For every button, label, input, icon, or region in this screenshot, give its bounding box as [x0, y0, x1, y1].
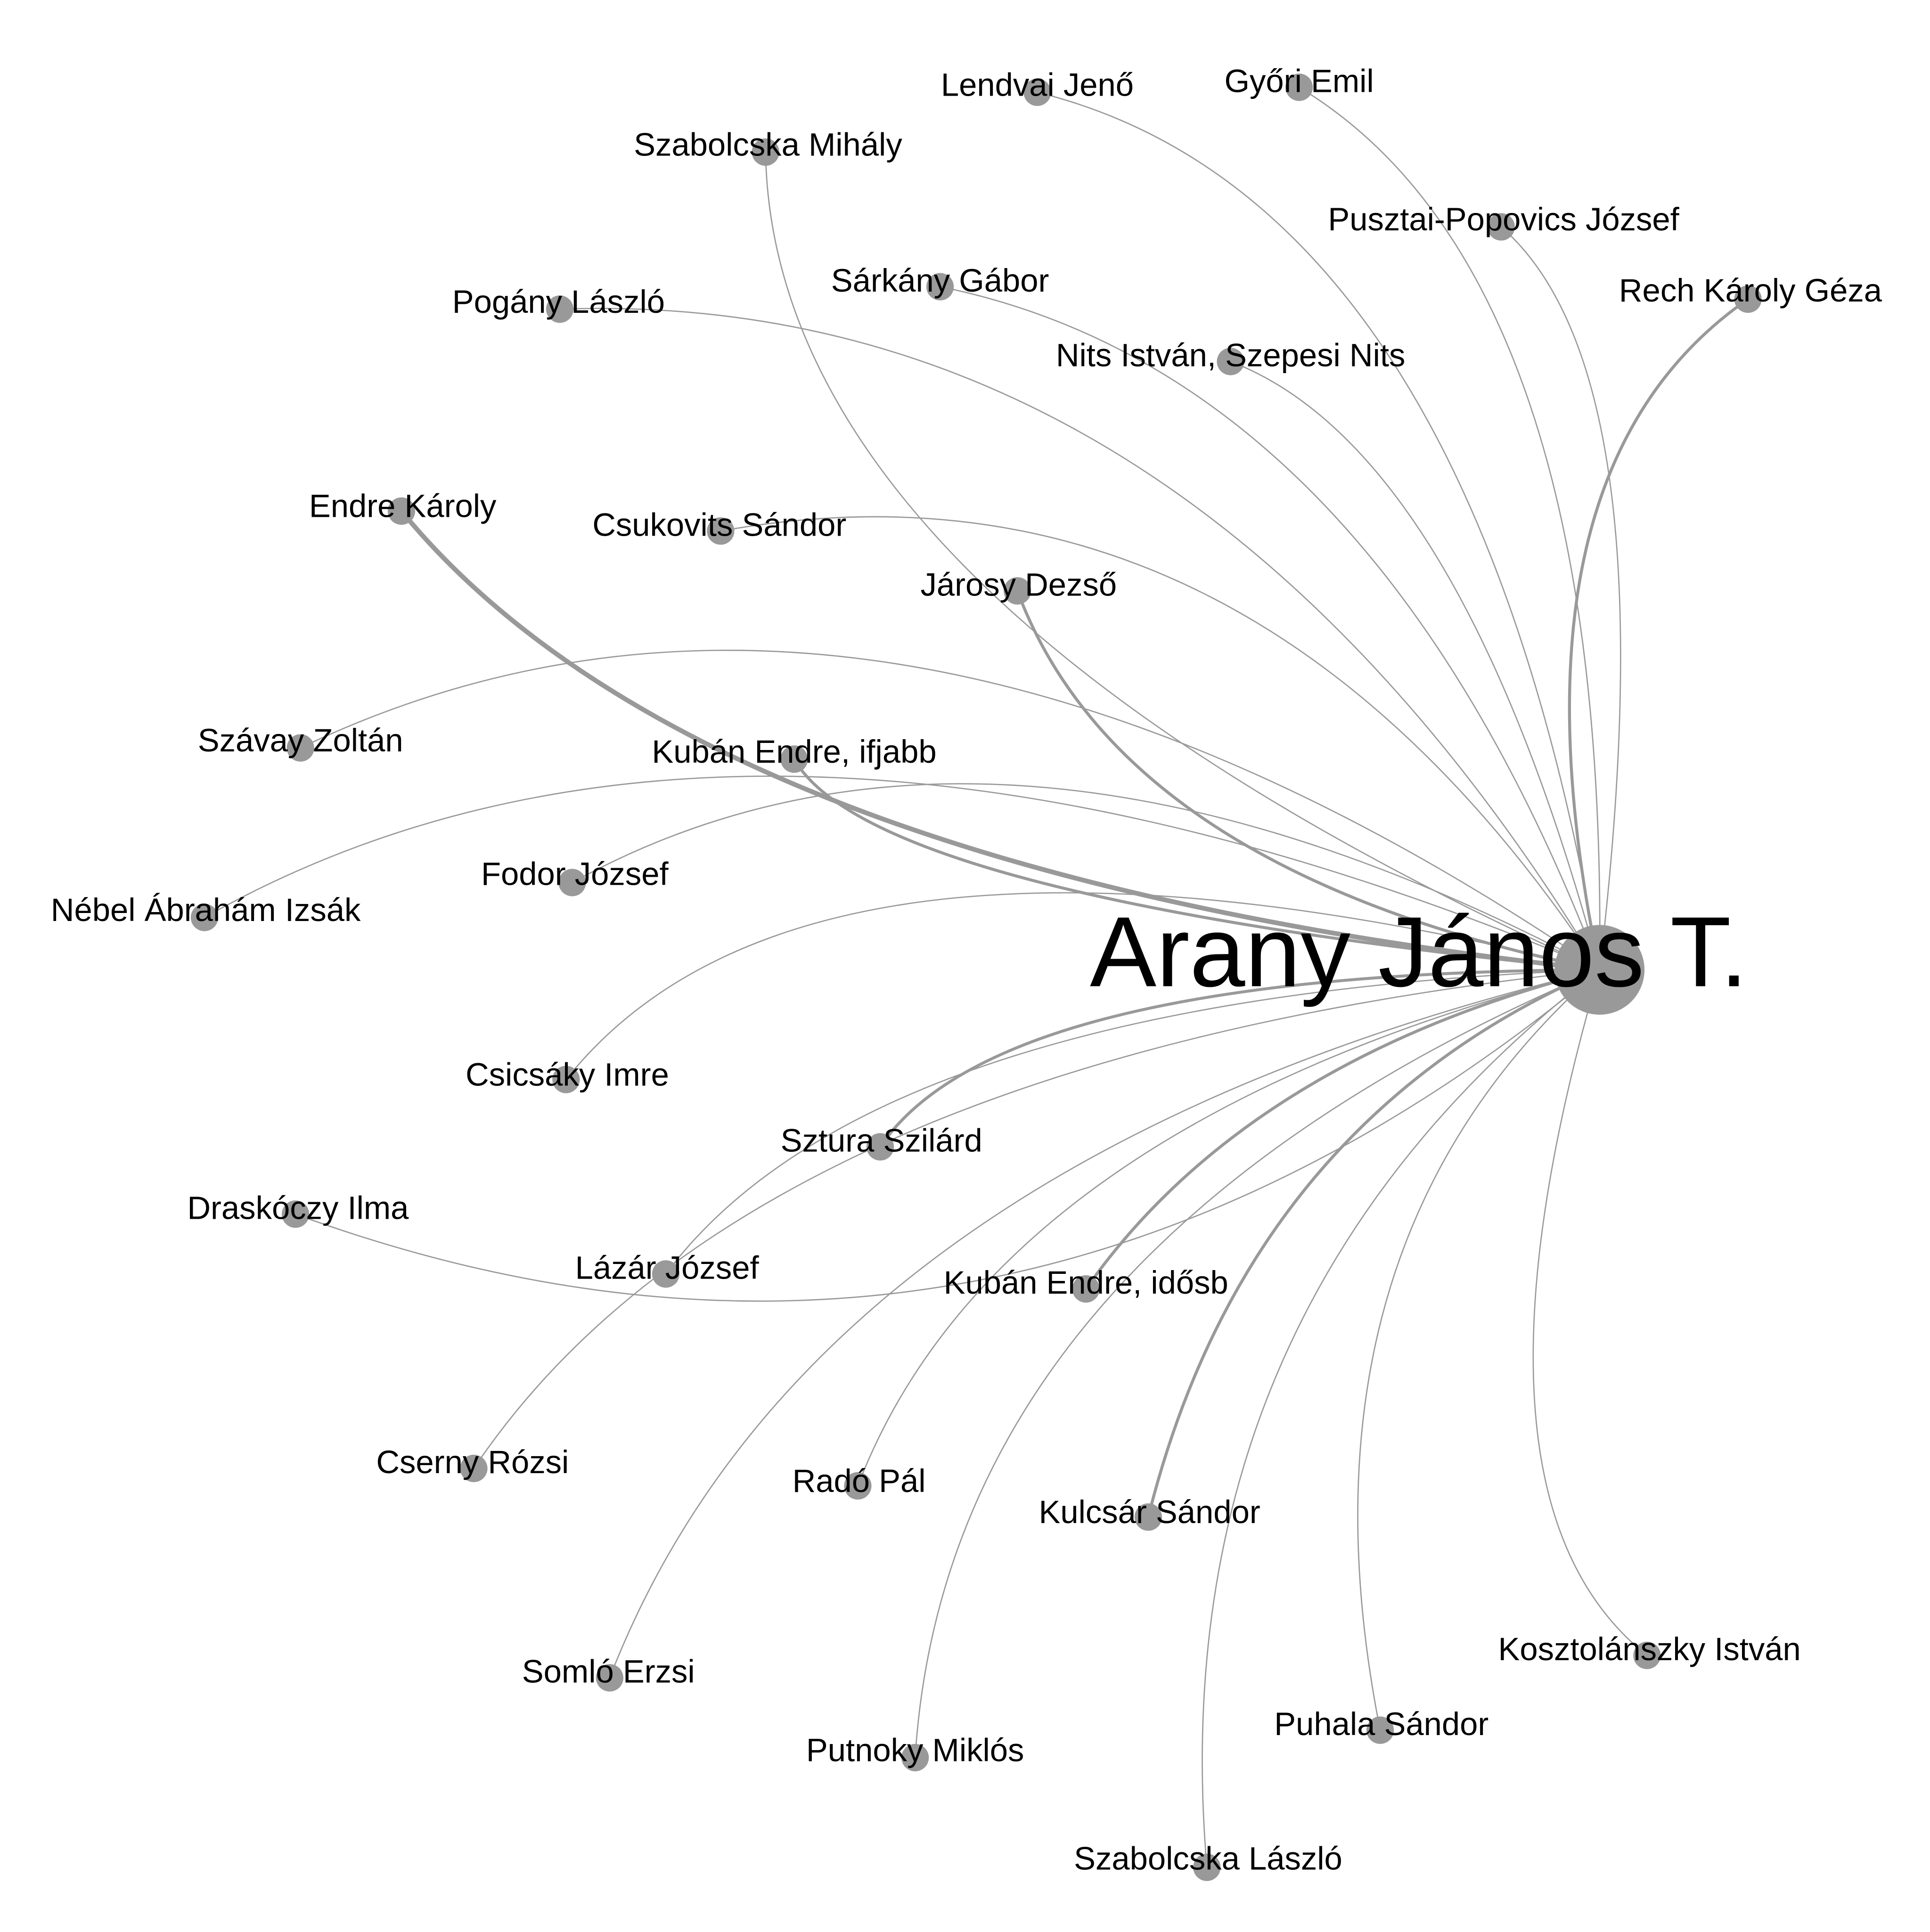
node-layer [190, 73, 1762, 1881]
edge [1357, 969, 1600, 1730]
node[interactable] [558, 869, 586, 897]
node[interactable] [286, 734, 314, 762]
node[interactable] [844, 1472, 872, 1500]
edge [1299, 87, 1601, 970]
node[interactable] [596, 1664, 623, 1692]
edge [1230, 361, 1601, 970]
edge [1085, 968, 1600, 1290]
node[interactable] [281, 1200, 310, 1228]
node-label: Kubán Endre, ifjabb [652, 734, 936, 770]
node[interactable] [707, 517, 735, 545]
edge [1146, 968, 1601, 1517]
edge [1202, 969, 1600, 1867]
edge [914, 969, 1600, 1758]
node-label: Csukovits Sándor [592, 506, 846, 543]
edge [1037, 91, 1601, 970]
edge [857, 969, 1600, 1486]
node-label: Rech Károly Géza [1619, 272, 1882, 309]
edge [400, 509, 1600, 972]
node-label: Sztura Szilárd [781, 1123, 982, 1159]
node[interactable] [752, 138, 779, 166]
edge [560, 308, 1600, 970]
node[interactable] [546, 295, 574, 323]
node-label: Fodor József [481, 856, 669, 892]
hub-label: Arany János T. [1090, 896, 1748, 1007]
node-label: Járosy Dezső [920, 566, 1117, 603]
node[interactable] [1134, 1503, 1162, 1531]
node[interactable] [1023, 78, 1051, 106]
node[interactable] [1734, 285, 1762, 313]
edge [1016, 590, 1600, 971]
node[interactable] [460, 1454, 488, 1483]
node-label: Szabolcska László [1074, 1841, 1342, 1877]
hub-node[interactable] [1554, 925, 1645, 1015]
node[interactable] [901, 1744, 929, 1771]
node-label: Radó Pál [793, 1463, 926, 1499]
node[interactable] [780, 745, 808, 773]
node-label: Nébel Ábrahám Izsák [51, 892, 361, 928]
node-label: Somló Erzsi [522, 1654, 695, 1690]
node-label: Kosztolánszky István [1498, 1631, 1801, 1667]
node-label: Endre Károly [309, 488, 497, 524]
node-label: Pusztai-Popovics József [1328, 201, 1679, 237]
node[interactable] [1193, 1853, 1221, 1881]
node[interactable] [1487, 213, 1515, 241]
node[interactable] [1072, 1275, 1100, 1303]
node-label: Csicsáky Imre [466, 1056, 669, 1092]
edge [1500, 226, 1621, 970]
edge [473, 969, 1600, 1469]
node-label: Szabolcska Mihály [634, 126, 902, 163]
node[interactable] [190, 904, 219, 931]
node[interactable] [1366, 1716, 1394, 1744]
node-label: Győri Emil [1225, 63, 1374, 99]
node[interactable] [926, 273, 954, 301]
node-label: Kulcsár Sándor [1039, 1494, 1260, 1530]
node-label: Putnoky Miklós [806, 1732, 1024, 1768]
node-label: Sárkány Gábor [831, 262, 1049, 299]
node[interactable] [866, 1133, 894, 1161]
node[interactable] [552, 1066, 580, 1093]
node-label: Cserny Rózsi [376, 1444, 569, 1480]
node[interactable] [1633, 1641, 1661, 1669]
node[interactable] [652, 1260, 680, 1288]
node-label: Pogány László [452, 284, 665, 320]
node-label: Szávay Zoltán [198, 722, 403, 758]
node-label: Lázár József [575, 1249, 760, 1286]
edge [1532, 970, 1648, 1656]
edge [1568, 298, 1749, 970]
node-label: Nits István, Szepesi Nits [1056, 337, 1406, 374]
node-label: Puhala Sándor [1274, 1706, 1488, 1742]
edge [300, 650, 1600, 970]
node-label: Kubán Endre, idősb [944, 1264, 1228, 1301]
edge-layer [204, 87, 1749, 1867]
edge [793, 758, 1600, 971]
edge [609, 969, 1600, 1678]
node[interactable] [1217, 348, 1244, 375]
edge [940, 286, 1601, 970]
node[interactable] [387, 497, 416, 525]
edge [765, 152, 1600, 970]
node[interactable] [1285, 73, 1313, 101]
edge [295, 969, 1600, 1302]
edge [879, 968, 1600, 1148]
node-label: Draskóczy Ilma [187, 1190, 409, 1226]
edge [204, 775, 1600, 970]
edge [720, 516, 1600, 970]
edge [665, 969, 1600, 1275]
edge [572, 783, 1600, 970]
node[interactable] [1004, 577, 1031, 605]
node-label: Lendvai Jenő [941, 66, 1134, 103]
edge [565, 892, 1600, 1080]
